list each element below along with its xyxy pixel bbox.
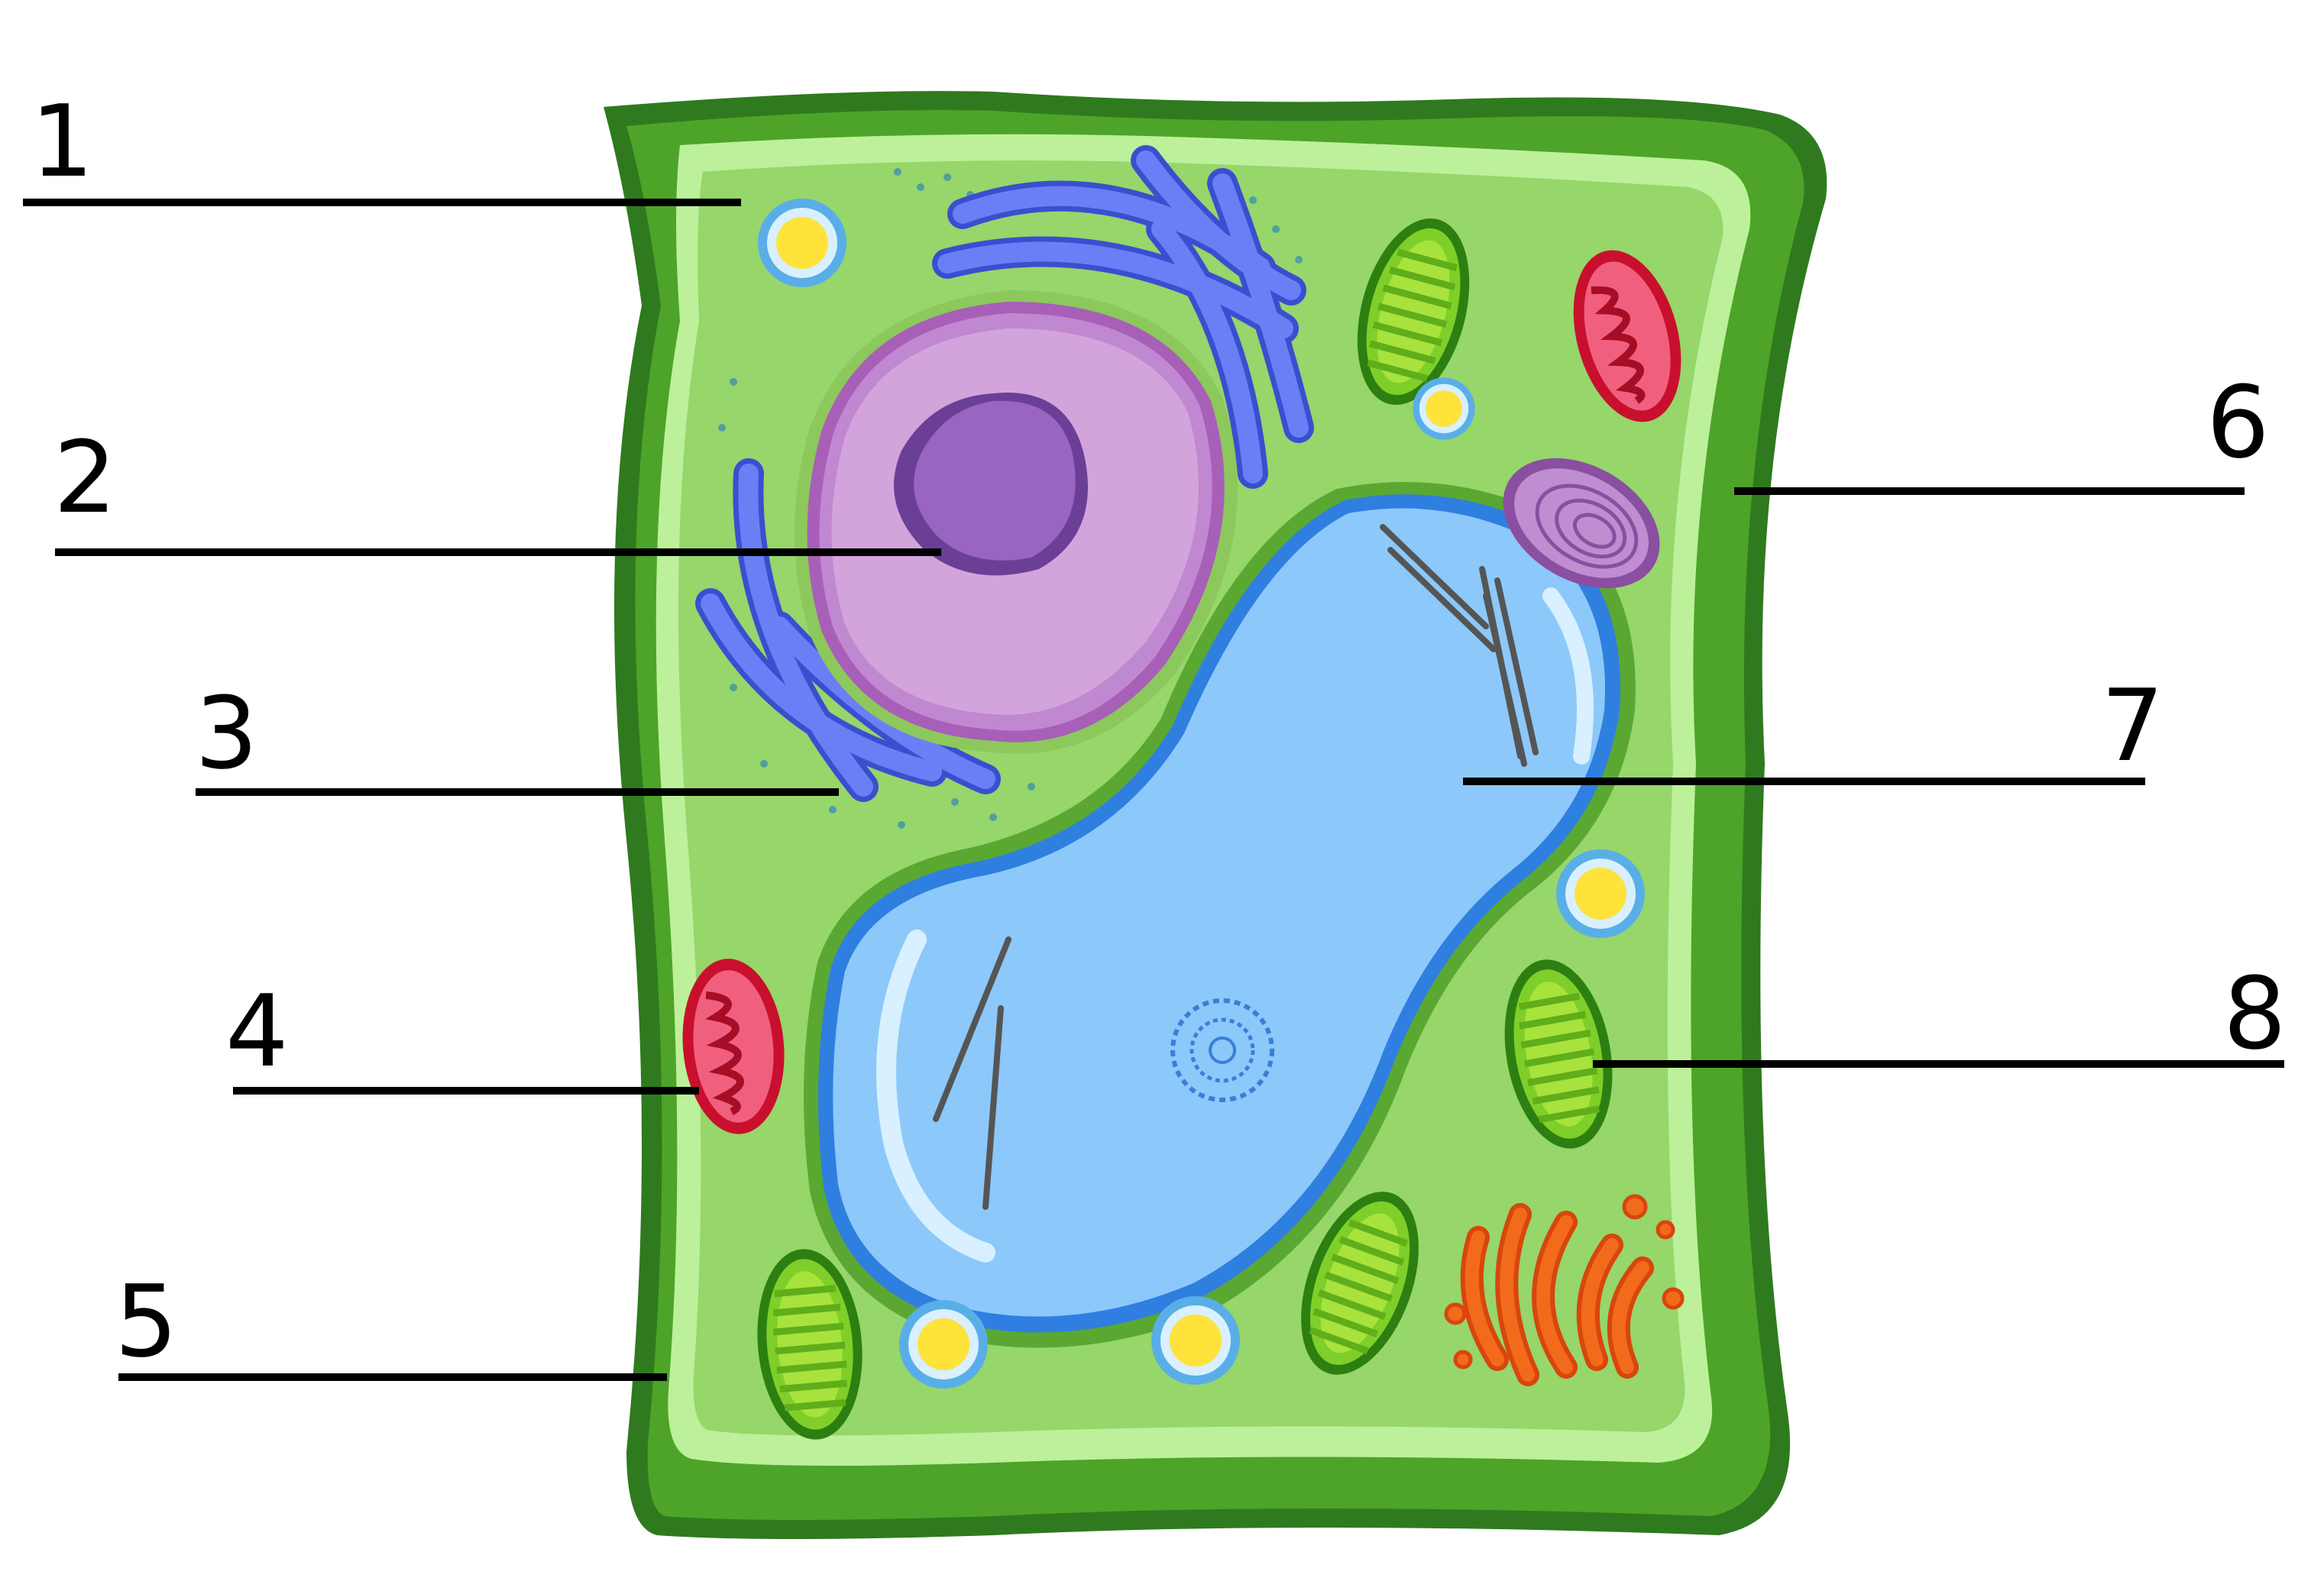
label-3: 3 [195, 675, 258, 791]
label-4: 4 [225, 973, 289, 1089]
leader-line-6 [1734, 487, 2245, 495]
leader-line-7 [1463, 778, 2145, 785]
label-7: 7 [2101, 668, 2164, 784]
leader-line-2 [55, 548, 941, 556]
lysosome-icon [1503, 458, 1660, 589]
leader-line-8 [1593, 1060, 2284, 1068]
golgi-apparatus-icon [1444, 1194, 1685, 1386]
vacuole-icon [804, 482, 1636, 1348]
label-8: 8 [2223, 956, 2287, 1072]
endoplasmic-reticulum [695, 145, 1314, 802]
leader-line-1 [23, 199, 741, 206]
label-1: 1 [31, 83, 94, 199]
nucleolus [894, 393, 1088, 576]
label-5: 5 [115, 1263, 178, 1379]
label-6: 6 [2206, 364, 2270, 480]
label-2: 2 [53, 419, 117, 535]
leader-line-5 [118, 1373, 667, 1381]
leader-line-4 [233, 1087, 699, 1095]
leader-line-3 [196, 788, 839, 796]
